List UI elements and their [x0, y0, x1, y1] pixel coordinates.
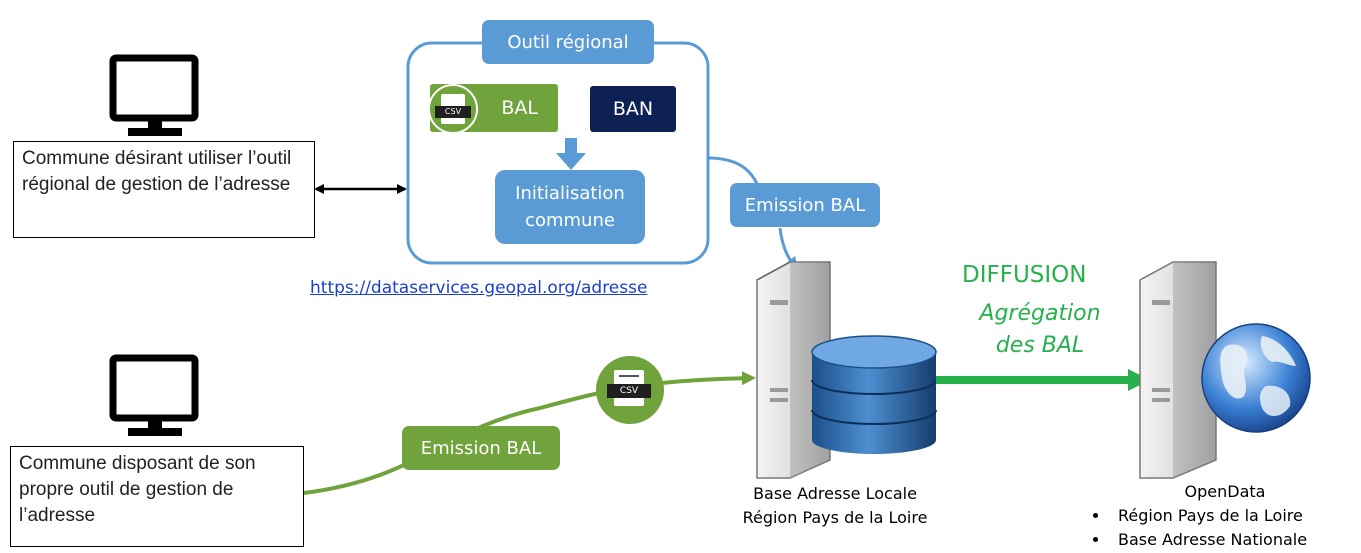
- initialisation-commune-block: Initialisation commune: [495, 170, 645, 244]
- opendata-item: Base Adresse Nationale: [1110, 528, 1307, 552]
- commune-propre-outil-box: Commune disposant de son propre outil de…: [10, 446, 304, 547]
- csv-label-bottom: CSV: [619, 386, 639, 396]
- emission-bal-pill-bottom: Emission BAL: [402, 426, 560, 470]
- server-icon-base-locale: [756, 261, 831, 479]
- commune-propre-outil-text: Commune disposant de son propre outil de…: [19, 453, 256, 526]
- csv-file-icon-bottom: [596, 356, 664, 424]
- diffusion-subtitle: Agrégation des BAL: [979, 301, 1101, 358]
- diffusion-title: DIFFUSION: [962, 262, 1087, 288]
- csv-file-icon-top: CSV: [428, 84, 478, 134]
- monitor-icon-bottom: [109, 354, 199, 436]
- commune-outil-regional-text: Commune désirant utiliser l’outil région…: [22, 148, 292, 195]
- opendata-item: Région Pays de la Loire: [1110, 504, 1307, 528]
- outil-regional-title: Outil régional: [482, 20, 654, 64]
- opendata-title: OpenData: [1184, 482, 1266, 501]
- down-arrow-icon: [556, 138, 586, 170]
- connector-outil-emission: [707, 156, 760, 187]
- server-icon-opendata: [1139, 261, 1217, 479]
- database-icon: [811, 335, 937, 454]
- commune-outil-regional-box: Commune désirant utiliser l’outil région…: [13, 141, 315, 238]
- opendata-list: Région Pays de la Loire Base Adresse Nat…: [1090, 504, 1307, 552]
- emission-bal-pill-top: Emission BAL: [730, 183, 880, 227]
- globe-icon: [1201, 323, 1311, 433]
- monitor-icon-top: [109, 54, 199, 136]
- base-locale-caption: Base Adresse Locale Région Pays de la Lo…: [742, 484, 928, 527]
- ban-block: BAN: [590, 86, 676, 132]
- outil-url-link[interactable]: https://dataservices.geopal.org/adresse: [310, 278, 648, 298]
